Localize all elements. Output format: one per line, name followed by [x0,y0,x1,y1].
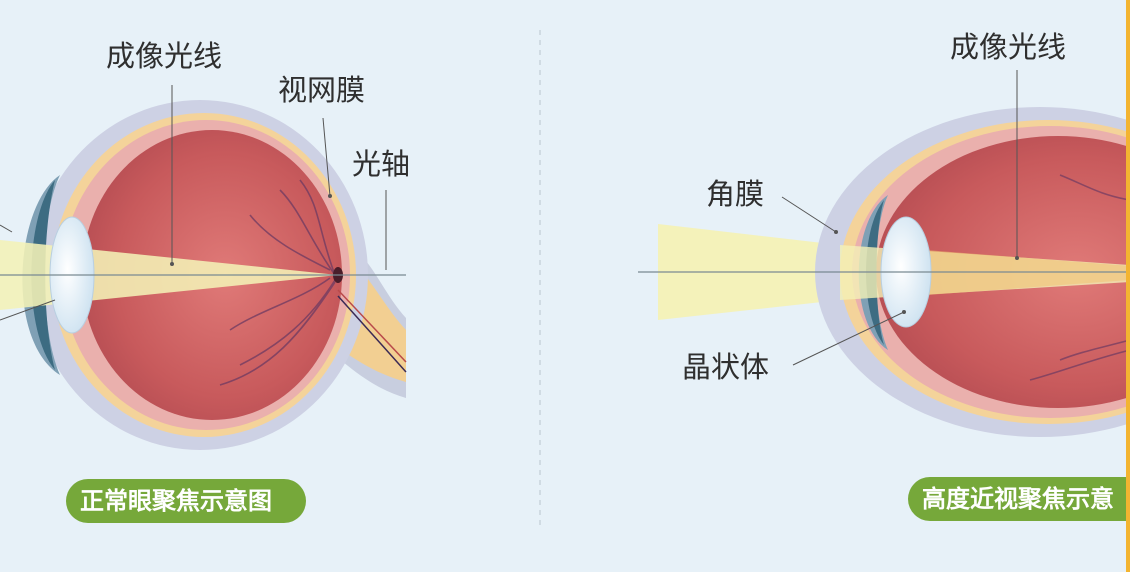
caption-myopic-eye: 高度近视聚焦示意 [908,477,1126,521]
leader-cornea [781,196,837,233]
label-cornea: 角膜 [706,177,765,211]
normal-eye-illustration [0,85,407,450]
leader-retina [322,117,331,197]
edge-accent-bar [1126,0,1130,572]
blood-vessels [219,179,336,386]
label-imaging-ray-normal: 成像光线 [106,39,223,73]
leader-lens [792,311,905,366]
label-retina: 视网膜 [278,73,366,107]
label-imaging-ray-myopic: 成像光线 [950,30,1067,64]
caption-normal-eye: 正常眼聚焦示意图 [66,479,306,523]
label-lens: 晶状体 [682,350,770,384]
myopic-eye-illustration [638,70,1126,437]
label-optical-axis: 光轴 [352,147,411,181]
